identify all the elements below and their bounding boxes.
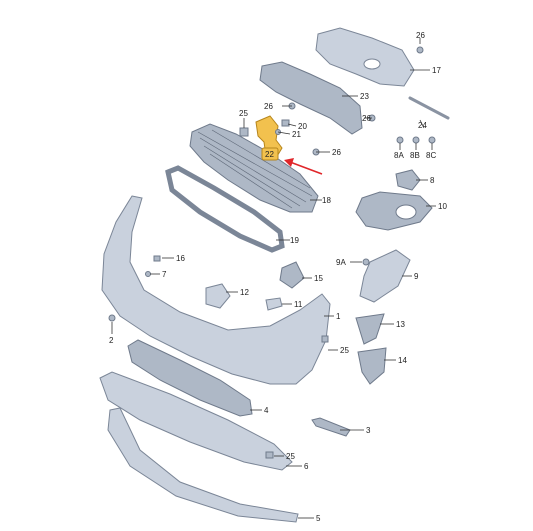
part-20-clip[interactable] bbox=[281, 119, 290, 127]
part-17-upper-cover[interactable] bbox=[315, 27, 415, 87]
label-8A[interactable]: 8A bbox=[394, 151, 404, 160]
label-5[interactable]: 5 bbox=[316, 514, 321, 523]
label-7[interactable]: 7 bbox=[162, 270, 167, 279]
label-13[interactable]: 13 bbox=[396, 320, 405, 329]
part-5-spoiler-lip[interactable] bbox=[107, 407, 299, 523]
part-9A-clip[interactable] bbox=[362, 258, 370, 266]
label-16[interactable]: 16 bbox=[176, 254, 185, 263]
part-3-trim[interactable] bbox=[311, 417, 351, 437]
label-18[interactable]: 18 bbox=[322, 196, 331, 205]
label-6[interactable]: 6 bbox=[304, 462, 309, 471]
label-8[interactable]: 8 bbox=[430, 176, 435, 185]
label-17[interactable]: 17 bbox=[432, 66, 441, 75]
part-9-side-bracket[interactable] bbox=[359, 249, 411, 303]
part-7-clip[interactable] bbox=[145, 271, 151, 277]
part-26-screw-a[interactable] bbox=[416, 46, 424, 54]
label-25[interactable]: 25 bbox=[239, 109, 248, 118]
part-11-cap[interactable] bbox=[265, 297, 283, 311]
part-10-fog-opening bbox=[395, 204, 417, 220]
label-9A[interactable]: 9A bbox=[336, 258, 346, 267]
label-8C[interactable]: 8C bbox=[426, 151, 436, 160]
label-21[interactable]: 21 bbox=[292, 130, 301, 139]
label-11[interactable]: 11 bbox=[294, 300, 303, 309]
label-26[interactable]: 26 bbox=[362, 114, 371, 123]
label-24[interactable]: 24 bbox=[418, 121, 427, 130]
label-4[interactable]: 4 bbox=[264, 406, 269, 415]
part-14-lower-bracket[interactable] bbox=[357, 347, 387, 385]
part-8A-fastener[interactable] bbox=[396, 136, 404, 144]
part-25-clip-a[interactable] bbox=[239, 127, 249, 137]
label-26[interactable]: 26 bbox=[332, 148, 341, 157]
part-22-label-badge bbox=[261, 147, 279, 161]
part-13-lower-bracket[interactable] bbox=[355, 313, 385, 345]
label-22[interactable]: 22 bbox=[265, 150, 274, 159]
part-23-upper-bracket[interactable] bbox=[259, 61, 363, 135]
label-12[interactable]: 12 bbox=[240, 288, 249, 297]
part-16-clip[interactable] bbox=[153, 255, 161, 262]
label-3[interactable]: 3 bbox=[366, 426, 371, 435]
part-4-lower-grille[interactable] bbox=[127, 339, 253, 417]
highlight-arrow bbox=[284, 158, 323, 175]
part-18-grille-mesh bbox=[197, 129, 313, 209]
part-25-clip-b[interactable] bbox=[321, 335, 329, 343]
label-14[interactable]: 14 bbox=[398, 356, 407, 365]
part-8B-fastener[interactable] bbox=[412, 136, 420, 144]
part-10-fog-frame[interactable] bbox=[355, 191, 433, 231]
label-1[interactable]: 1 bbox=[336, 312, 341, 321]
part-19-grille-frame[interactable] bbox=[165, 165, 285, 253]
label-10[interactable]: 10 bbox=[438, 202, 447, 211]
part-8-bracket[interactable] bbox=[395, 169, 421, 191]
part-15-cover[interactable] bbox=[279, 261, 305, 289]
part-labels: 26 17 23 26 26 25 20 21 24 22 26 8A 8B 8… bbox=[109, 31, 447, 523]
label-19[interactable]: 19 bbox=[290, 236, 299, 245]
leader-lines bbox=[111, 38, 436, 519]
label-9[interactable]: 9 bbox=[414, 272, 419, 281]
label-26[interactable]: 26 bbox=[416, 31, 425, 40]
part-24-trim-strip[interactable] bbox=[408, 96, 450, 120]
label-8B[interactable]: 8B bbox=[410, 151, 420, 160]
part-25-clip-c[interactable] bbox=[265, 451, 274, 459]
part-2-clip[interactable] bbox=[108, 314, 116, 322]
label-23[interactable]: 23 bbox=[360, 92, 369, 101]
part-8C-fastener[interactable] bbox=[428, 136, 436, 144]
label-25[interactable]: 25 bbox=[286, 452, 295, 461]
part-12-sensor-ring[interactable] bbox=[205, 283, 231, 309]
label-20[interactable]: 20 bbox=[298, 122, 307, 131]
label-25[interactable]: 25 bbox=[340, 346, 349, 355]
label-26[interactable]: 26 bbox=[264, 102, 273, 111]
part-17-hole bbox=[363, 58, 381, 70]
label-2[interactable]: 2 bbox=[109, 336, 114, 345]
label-15[interactable]: 15 bbox=[314, 274, 323, 283]
